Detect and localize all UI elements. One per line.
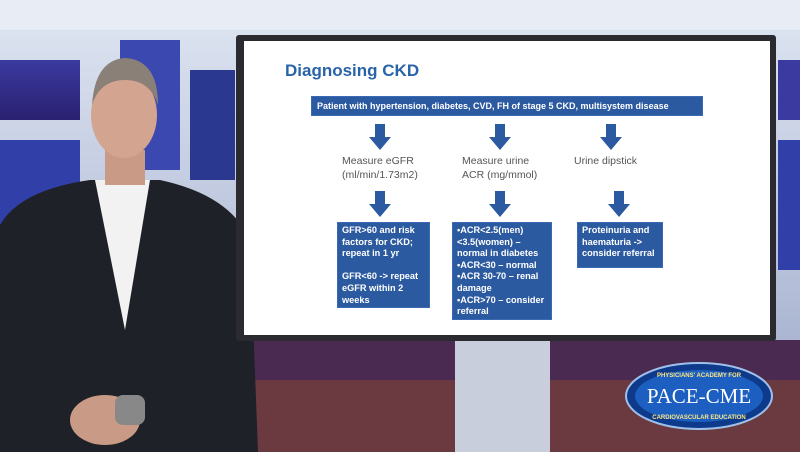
- presenter: [0, 58, 258, 452]
- down-arrow-icon: [600, 124, 622, 150]
- dipstick-label: Urine dipstick: [574, 155, 638, 167]
- pace-cme-logo: PHYSICIANS' ACADEMY FOR PACE-CME CARDIOV…: [625, 362, 773, 430]
- acr-result-box: •ACR<2.5(men)<3.5(women) –normal in diab…: [452, 222, 552, 320]
- egfr-label: Measure eGFR(ml/min/1.73m2): [342, 155, 418, 181]
- down-arrow-icon: [489, 124, 511, 150]
- svg-text:CARDIOVASCULAR EDUCATION: CARDIOVASCULAR EDUCATION: [652, 415, 745, 421]
- slide: Diagnosing CKD Patient with hypertension…: [244, 41, 770, 335]
- down-arrow-icon: [369, 191, 391, 217]
- patient-criteria-box: Patient with hypertension, diabetes, CVD…: [311, 96, 703, 116]
- slide-title: Diagnosing CKD: [285, 61, 420, 80]
- down-arrow-icon: [369, 124, 391, 150]
- svg-text:PHYSICIANS' ACADEMY FOR: PHYSICIANS' ACADEMY FOR: [657, 373, 742, 379]
- down-arrow-icon: [608, 191, 630, 217]
- down-arrow-icon: [489, 191, 511, 217]
- svg-text:PACE-CME: PACE-CME: [647, 384, 751, 408]
- slide-monitor: Diagnosing CKD Patient with hypertension…: [236, 35, 776, 341]
